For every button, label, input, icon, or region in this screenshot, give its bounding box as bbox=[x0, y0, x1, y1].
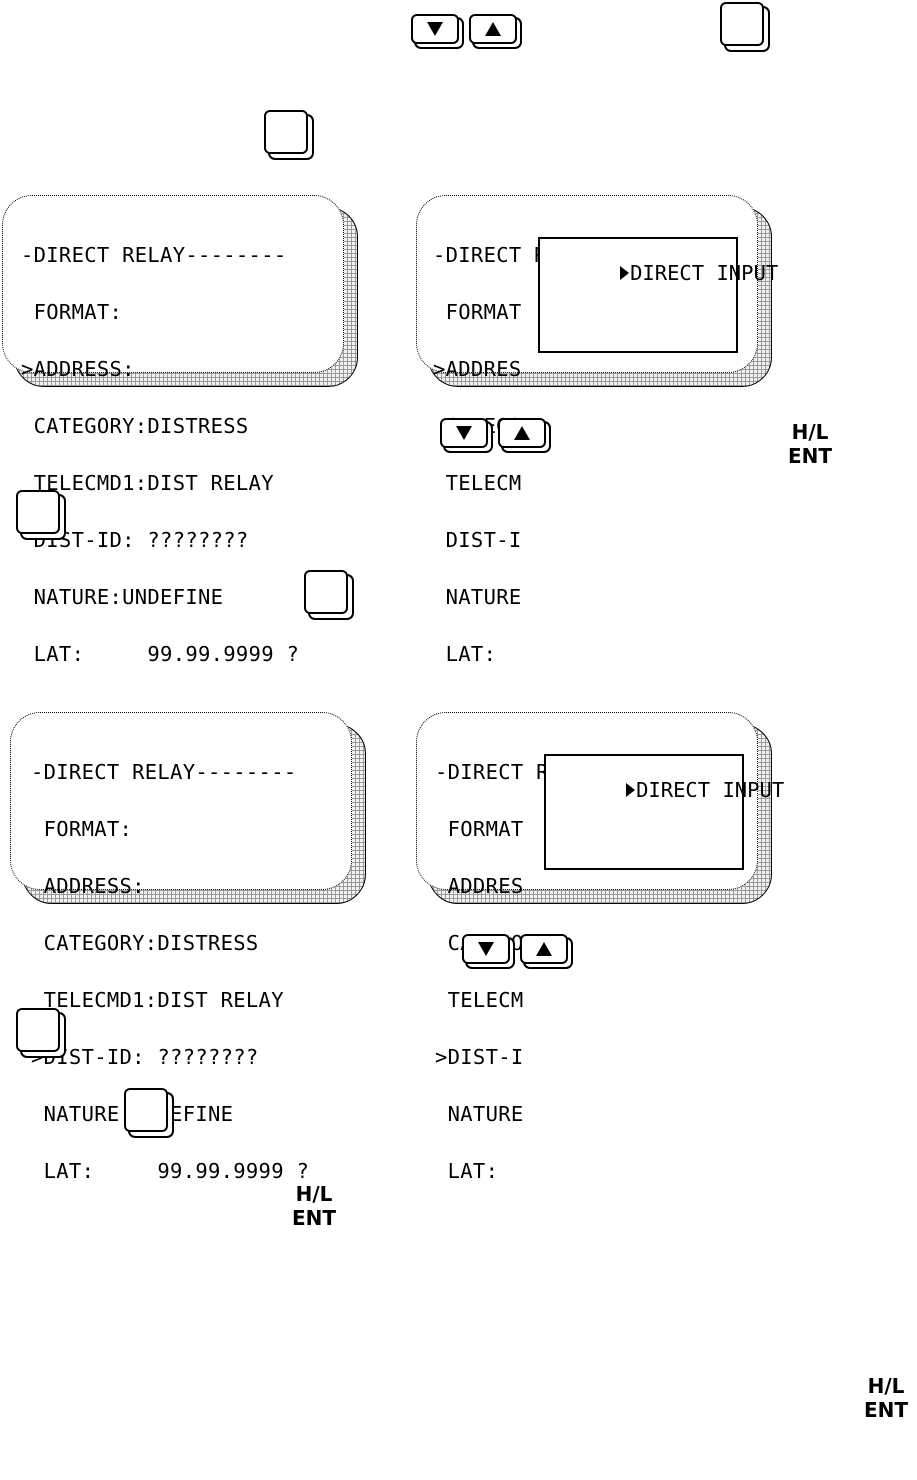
blank-key-lower[interactable] bbox=[124, 1088, 168, 1132]
ent-label: ENT bbox=[863, 1398, 909, 1422]
screen-line: NATURE bbox=[433, 585, 522, 609]
blank-key-top-right[interactable] bbox=[720, 2, 764, 46]
up-arrow-icon bbox=[485, 22, 501, 36]
popup-option: DIRECT INPUT bbox=[636, 778, 785, 802]
screen-line: FORMAT: bbox=[21, 300, 123, 324]
down-arrow-icon bbox=[427, 22, 443, 36]
screen-line-selected: >ADDRES bbox=[433, 357, 522, 381]
screen-line: NATURE bbox=[435, 1102, 524, 1126]
screen-line: FORMAT bbox=[433, 300, 522, 324]
direct-input-popup[interactable]: DIRECT INPUT bbox=[538, 237, 778, 353]
screen-3-lines: -DIRECT RELAY-------- FORMAT: ADDRESS: C… bbox=[31, 725, 309, 1219]
screen-line: ADDRES bbox=[435, 874, 524, 898]
lcd-screen-1: -DIRECT RELAY-------- FORMAT: >ADDRESS: … bbox=[2, 195, 358, 664]
right-triangle-icon bbox=[620, 264, 630, 283]
screen-line: LAT: bbox=[433, 642, 497, 666]
lcd-screen-2: -DIRECT RELAY-------- FORMAT >ADDRES CAT… bbox=[416, 195, 778, 664]
screen-line: ADDRESS: bbox=[31, 874, 145, 898]
hl-ent-key-label[interactable]: H/L ENT bbox=[778, 420, 842, 468]
screen-line: DIST-ID: ???????? bbox=[21, 528, 249, 552]
down-arrow-icon bbox=[456, 426, 472, 440]
screen-line: TELECM bbox=[433, 471, 522, 495]
blank-key-left-lower[interactable] bbox=[16, 1008, 60, 1052]
screen-line: LAT: 99.99.9999 ? bbox=[21, 642, 300, 666]
popup-option: DIRECT INPUT bbox=[630, 261, 779, 285]
screen-line: CATEGORY:DISTRESS bbox=[21, 414, 249, 438]
screen-line-selected: >DIST-I bbox=[435, 1045, 524, 1069]
screen-line: DIST-I bbox=[433, 528, 522, 552]
up-arrow-key[interactable] bbox=[469, 14, 517, 44]
ent-label: ENT bbox=[787, 444, 833, 468]
screen-1-lines: -DIRECT RELAY-------- FORMAT: >ADDRESS: … bbox=[21, 208, 299, 702]
blank-key-left[interactable] bbox=[16, 490, 60, 534]
hl-ent-key-label[interactable]: H/L ENT bbox=[856, 1374, 916, 1422]
hl-label: H/L bbox=[295, 1182, 333, 1206]
screen-line-selected: >ADDRESS: bbox=[21, 357, 135, 381]
screen-line-selected: >DIST-ID: ???????? bbox=[31, 1045, 259, 1069]
arrow-key-pair-lower bbox=[462, 934, 582, 970]
screen-line: NATURE:UNDEFINE bbox=[31, 1104, 309, 1125]
screen-line: -DIRECT RELAY-------- bbox=[21, 243, 287, 267]
up-arrow-icon bbox=[536, 942, 552, 956]
screen-line: LAT: bbox=[435, 1159, 499, 1183]
right-triangle-icon bbox=[626, 781, 636, 800]
direct-input-popup[interactable]: DIRECT INPUT bbox=[544, 754, 784, 870]
screen-line: TELECM bbox=[435, 988, 524, 1012]
screen-line: FORMAT: bbox=[31, 817, 133, 841]
down-arrow-key[interactable] bbox=[440, 418, 488, 448]
hl-label: H/L bbox=[867, 1374, 905, 1398]
screen-line: FORMAT bbox=[435, 817, 524, 841]
up-arrow-key[interactable] bbox=[520, 934, 568, 964]
down-arrow-key[interactable] bbox=[411, 14, 459, 44]
up-arrow-icon bbox=[514, 426, 530, 440]
down-arrow-icon bbox=[478, 942, 494, 956]
blank-key-top[interactable] bbox=[264, 110, 308, 154]
screen-line: LAT: 99.99.9999 ? bbox=[31, 1159, 310, 1183]
lcd-screen-4: -DIRECT RELAY-------- FORMAT ADDRES CATE… bbox=[416, 712, 784, 1181]
blank-key-middle[interactable] bbox=[304, 570, 348, 614]
ent-label: ENT bbox=[291, 1206, 337, 1230]
screen-line: NATURE:UNDEFINE bbox=[21, 585, 224, 609]
screen-line: -DIRECT RELAY-------- bbox=[31, 760, 297, 784]
hl-ent-key-label[interactable]: H/L ENT bbox=[282, 1182, 346, 1230]
screen-line: TELECMD1:DIST RELAY bbox=[31, 988, 284, 1012]
lcd-screen-3: -DIRECT RELAY-------- FORMAT: ADDRESS: C… bbox=[10, 712, 366, 1181]
up-arrow-key[interactable] bbox=[498, 418, 546, 448]
hl-label: H/L bbox=[791, 420, 829, 444]
down-arrow-key[interactable] bbox=[462, 934, 510, 964]
arrow-key-pair-top bbox=[411, 14, 531, 50]
screen-line: CATEGORY:DISTRESS bbox=[31, 931, 259, 955]
screen-line: TELECMD1:DIST RELAY bbox=[21, 471, 274, 495]
arrow-key-pair-middle bbox=[440, 418, 560, 454]
